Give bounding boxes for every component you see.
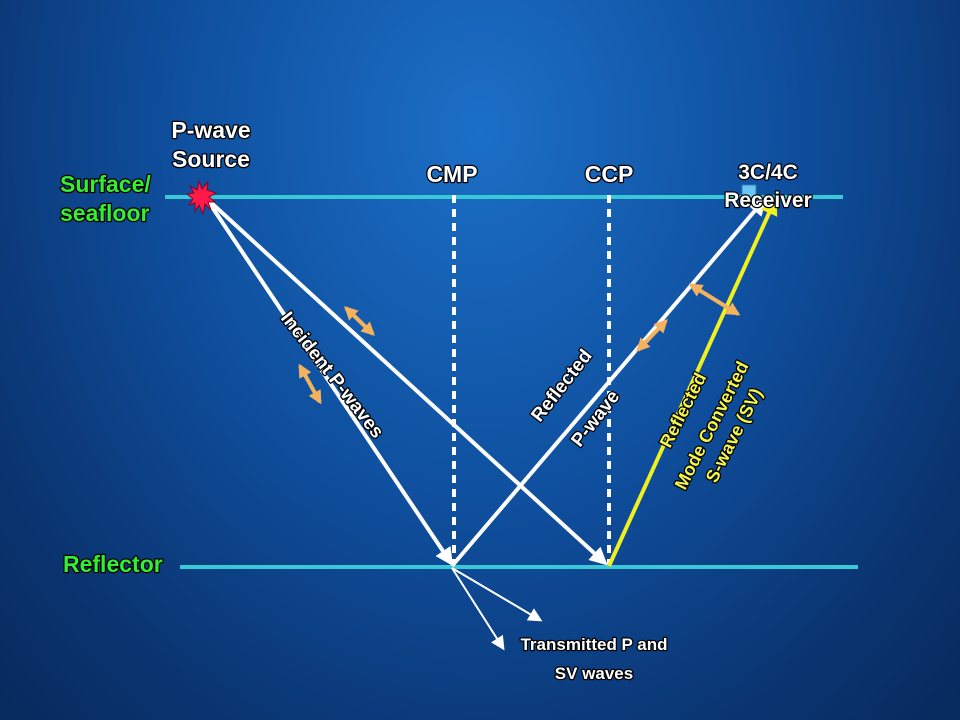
transmitted-ray-p xyxy=(451,567,543,622)
particle-motion-arrow xyxy=(344,306,375,336)
particle-motion-arrow xyxy=(298,363,322,405)
receiver-icon xyxy=(741,184,757,200)
converted-sv-ray xyxy=(607,196,778,567)
receiver-label-line2: Receiver xyxy=(724,189,812,212)
source-label-line1: P-wave xyxy=(171,117,250,143)
transmitted-label-line1: Transmitted P and xyxy=(520,635,667,654)
incident-ray-to-cmp xyxy=(204,196,454,566)
receiver-label-line1: 3C/4C xyxy=(738,161,798,184)
reflector-label: Reflector xyxy=(63,551,163,577)
reflected-p-ray xyxy=(450,197,767,568)
incident-ray-to-ccp xyxy=(204,196,608,566)
surface-label-line2: seafloor xyxy=(60,200,150,226)
transmitted-ray-sv xyxy=(451,567,505,651)
particle-motion-arrow xyxy=(636,319,668,352)
particle-motion-arrow xyxy=(688,283,741,316)
source-label-line2: Source xyxy=(172,146,250,172)
surface-label-line1: Surface/ xyxy=(60,171,151,197)
ccp-label: CCP xyxy=(585,161,634,187)
p-wave-source-star-icon xyxy=(185,179,218,216)
incident-p-waves-label: Incident P-waves xyxy=(276,308,387,442)
cmp-label: CMP xyxy=(426,161,477,187)
transmitted-label-line2: SV waves xyxy=(555,664,633,683)
